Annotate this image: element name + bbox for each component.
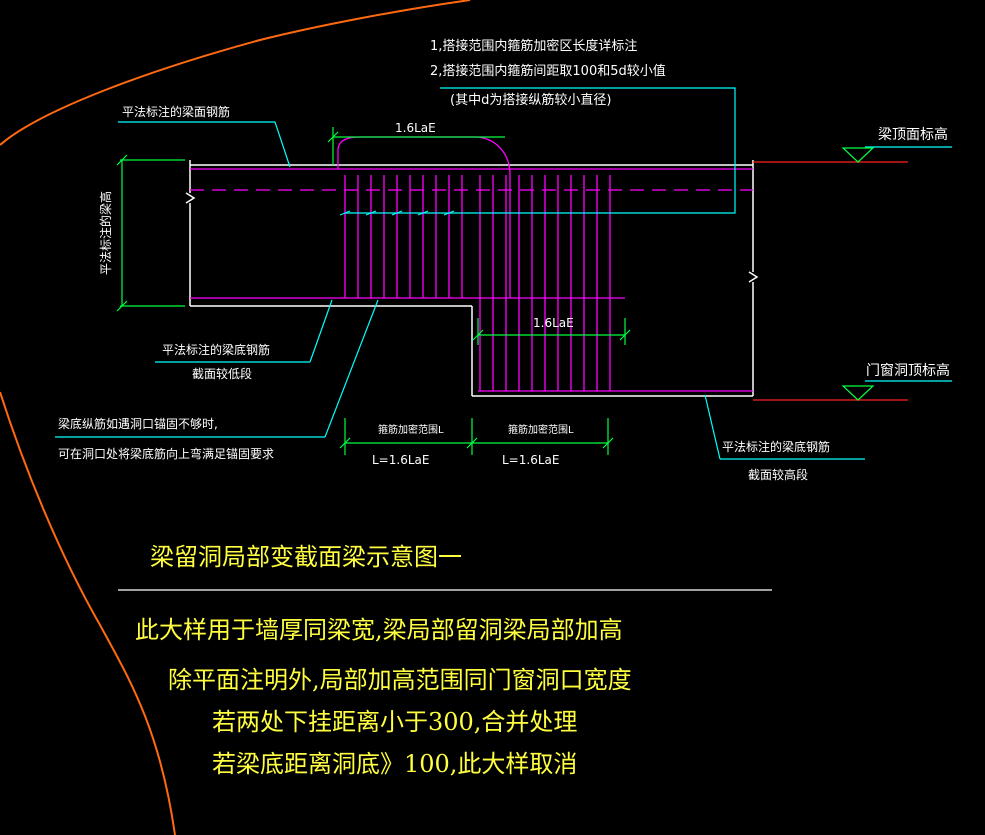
note-line-1: 1,搭接范围内箍筋加密区长度详标注 [430, 38, 637, 54]
label-beam-height: 平法标注的梁高 [98, 191, 113, 275]
description-line-1: 此大样用于墙厚同梁宽,梁局部留洞梁局部加高 [135, 616, 623, 644]
dim-zone-2: L=1.6LaE [502, 453, 559, 467]
label-beam-top-elev: 梁顶面标高 [878, 126, 948, 143]
note-line-3: (其中d为搭接纵筋较小直径) [450, 92, 611, 108]
description-line-4: 若梁底距离洞底》100,此大样取消 [212, 750, 577, 778]
label-top-rebar: 平法标注的梁面钢筋 [122, 104, 230, 119]
elevation-lines [753, 161, 908, 401]
label-stirrup-zone-1: 箍筋加密范围L [378, 423, 444, 436]
dim-top-lap: 1.6LaE [395, 121, 436, 135]
dim-bottom-lap: 1.6LaE [533, 316, 574, 330]
description-line-3: 若两处下挂距离小于300,合并处理 [212, 708, 577, 736]
stirrup-ticks [339, 210, 455, 216]
boundary-curve-lower [0, 391, 176, 835]
label-bottom-rebar-high-2: 截面较高段 [748, 467, 808, 482]
page-title: 梁留洞局部变截面梁示意图一 [150, 543, 462, 571]
note-line-2: 2,搭接范围内箍筋间距取100和5d较小值 [430, 63, 666, 79]
elevation-markers [841, 147, 875, 401]
beam-outline [185, 160, 759, 397]
label-anchor-note-2: 可在洞口处将梁底筋向上弯满足锚固要求 [58, 446, 274, 461]
label-opening-top-elev: 门窗洞顶标高 [866, 362, 950, 379]
leader-lines [55, 87, 952, 460]
dimension-lines [116, 127, 631, 455]
dim-zone-1: L=1.6LaE [372, 453, 429, 467]
label-bottom-rebar-high-1: 平法标注的梁底钢筋 [722, 439, 830, 454]
label-stirrup-zone-2: 箍筋加密范围L [508, 423, 574, 436]
rebar-group [190, 136, 753, 392]
label-bottom-rebar-low-1: 平法标注的梁底钢筋 [162, 342, 270, 357]
boundary-curve [0, 0, 471, 146]
label-anchor-note-1: 梁底纵筋如遇洞口锚固不够时, [58, 416, 218, 431]
description-line-2: 除平面注明外,局部加高范围同门窗洞口宽度 [168, 666, 632, 694]
label-bottom-rebar-low-2: 截面较低段 [192, 366, 252, 381]
